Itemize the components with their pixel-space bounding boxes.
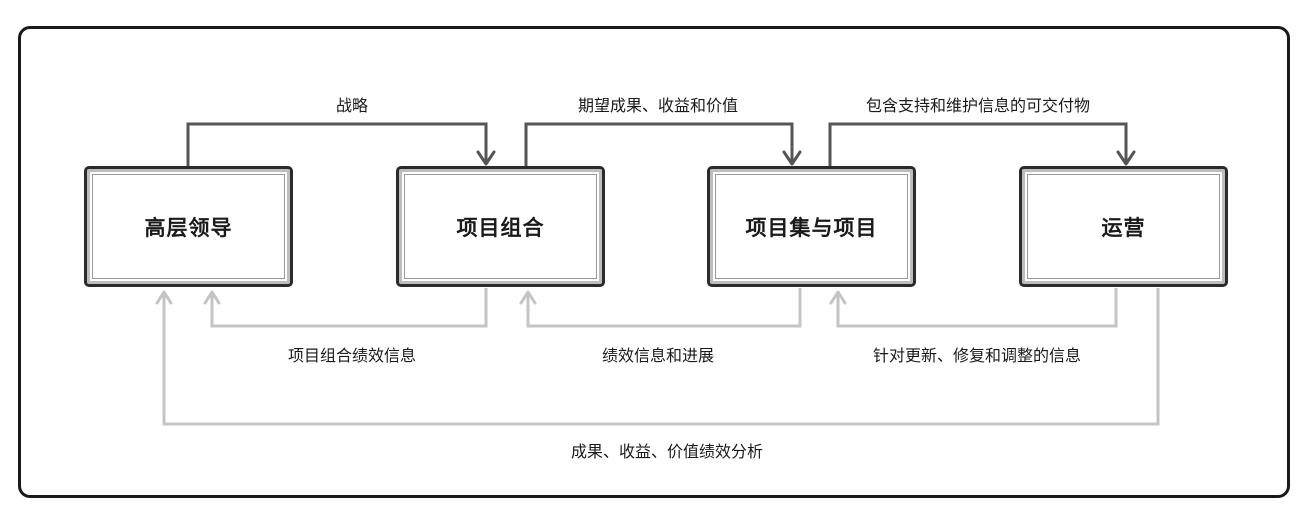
label-deliverables: 包含支持和维护信息的可交付物 — [865, 96, 1091, 115]
label-expected-outcomes: 期望成果、收益和价值 — [577, 96, 739, 115]
arrow-update-info — [836, 288, 1118, 328]
arrowhead-performance-progress — [519, 290, 537, 305]
label-strategy: 战略 — [335, 96, 369, 115]
arrow-value-analysis — [162, 288, 1160, 426]
arrowhead-deliverables — [1116, 150, 1136, 166]
arrow-deliverables — [828, 122, 1128, 166]
arrow-portfolio-performance — [210, 288, 488, 328]
arrow-expected-outcomes — [524, 122, 794, 166]
node-programs-label: 项目集与项目 — [745, 215, 878, 240]
node-portfolio: 项目组合 — [396, 166, 605, 287]
node-portfolio-label: 项目组合 — [456, 215, 545, 240]
node-operations: 运营 — [1019, 166, 1228, 287]
node-leadership: 高层领导 — [84, 166, 293, 287]
node-leadership-label: 高层领导 — [144, 215, 233, 240]
arrow-strategy — [186, 122, 488, 166]
arrowhead-expected-outcomes — [782, 150, 802, 166]
arrowhead-strategy — [476, 150, 496, 166]
arrowhead-value-analysis — [155, 290, 173, 305]
arrowhead-update-info — [829, 290, 847, 305]
label-update-info: 针对更新、修复和调整的信息 — [872, 346, 1082, 365]
label-value-analysis: 成果、收益、价值绩效分析 — [570, 442, 764, 461]
arrow-performance-progress — [526, 288, 802, 328]
node-operations-label: 运营 — [1101, 215, 1146, 240]
node-programs: 项目集与项目 — [707, 166, 916, 287]
label-performance-progress: 绩效信息和进展 — [601, 346, 715, 365]
arrowhead-portfolio-performance — [203, 290, 221, 305]
label-portfolio-performance: 项目组合绩效信息 — [287, 346, 417, 365]
